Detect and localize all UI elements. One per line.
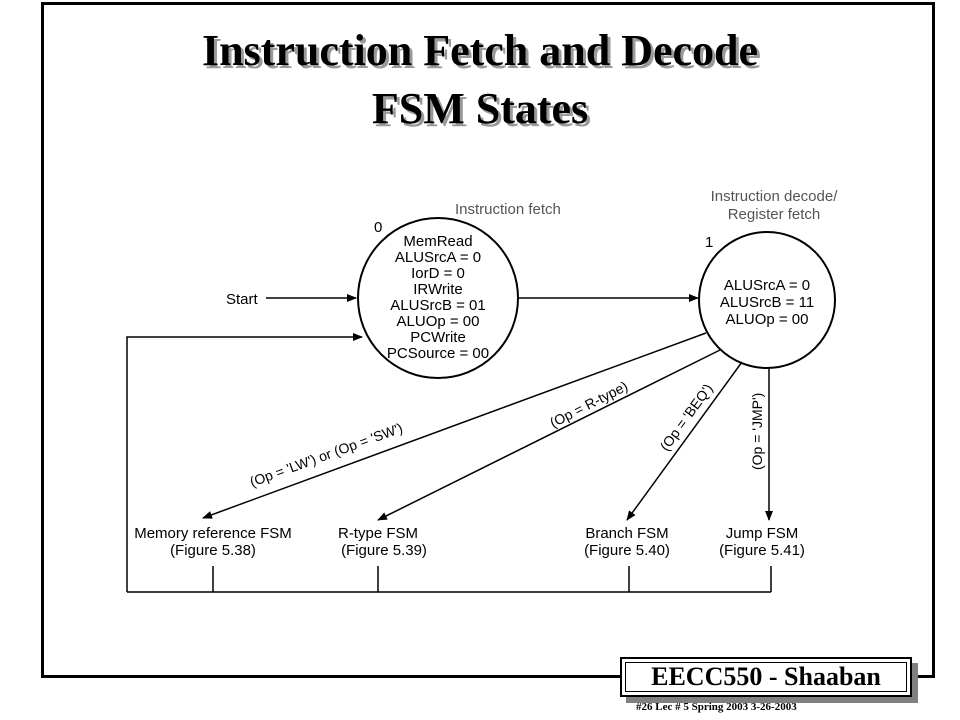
target-branch-fsm-figure: (Figure 5.40) — [584, 542, 670, 559]
state-0-action: ALUSrcB = 01 — [390, 297, 485, 314]
transition-lw-sw-label: (Op = 'LW') or (Op = 'SW') — [248, 420, 405, 490]
transition-rtype-arrow — [377, 349, 721, 521]
state-0-action: IorD = 0 — [411, 265, 465, 282]
target-rtype-fsm-figure: (Figure 5.39) — [341, 542, 427, 559]
state-0: 0 Instruction fetch MemRead ALUSrcA = 0 … — [357, 201, 561, 379]
target-branch-fsm-name: Branch FSM — [585, 525, 668, 542]
return-loop-line — [126, 333, 363, 592]
footer-box-inner-border — [625, 662, 907, 692]
slide-title-line-1: Instruction Fetch and Decode — [201, 26, 759, 75]
state-0-action: PCSource = 00 — [387, 345, 489, 362]
state-1-label-line-1: Instruction decode/ — [711, 188, 839, 205]
state-0-label: Instruction fetch — [455, 201, 561, 218]
transition-lw-sw-arrow — [202, 332, 707, 519]
target-memory-fsm-figure: (Figure 5.38) — [170, 542, 256, 559]
slide-title-line-2: FSM States — [371, 84, 589, 133]
target-jump-fsm-name: Jump FSM — [726, 525, 799, 542]
target-jump-fsm-figure: (Figure 5.41) — [719, 542, 805, 559]
state-0-action: MemRead — [403, 233, 472, 250]
state-0-action: IRWrite — [413, 281, 462, 298]
footer-course-box: EECC550 - Shaaban — [620, 657, 912, 697]
state-1-action: ALUSrcA = 0 — [724, 277, 810, 294]
state-0-action: ALUOp = 00 — [397, 313, 480, 330]
transition-beq-label: (Op = 'BEQ') — [656, 381, 715, 454]
state-0-action: PCWrite — [410, 329, 466, 346]
state-1-action: ALUSrcB = 11 — [720, 294, 814, 311]
state-0-number: 0 — [374, 219, 382, 236]
state-1-action: ALUOp = 00 — [726, 311, 809, 328]
state-0-action: ALUSrcA = 0 — [395, 249, 481, 266]
transition-jmp-label: (Op = 'JMP') — [749, 393, 765, 470]
transition-beq-arrow — [626, 361, 743, 521]
state-1-label-line-2: Register fetch — [728, 206, 821, 223]
footer-slide-meta: #26 Lec # 5 Spring 2003 3-26-2003 — [636, 701, 797, 713]
transition-rtype-label: (Op = R-type) — [547, 378, 630, 431]
state-1: 1 Instruction decode/ Register fetch ALU… — [698, 188, 839, 369]
state-1-number: 1 — [705, 234, 713, 251]
state-1-circle — [698, 231, 836, 369]
target-memory-fsm-name: Memory reference FSM — [134, 525, 292, 542]
target-rtype-fsm-name: R-type FSM — [338, 525, 418, 542]
slide-frame — [41, 2, 935, 678]
start-label: Start — [226, 291, 259, 308]
footer-course-title: EECC550 - Shaaban — [651, 662, 881, 691]
